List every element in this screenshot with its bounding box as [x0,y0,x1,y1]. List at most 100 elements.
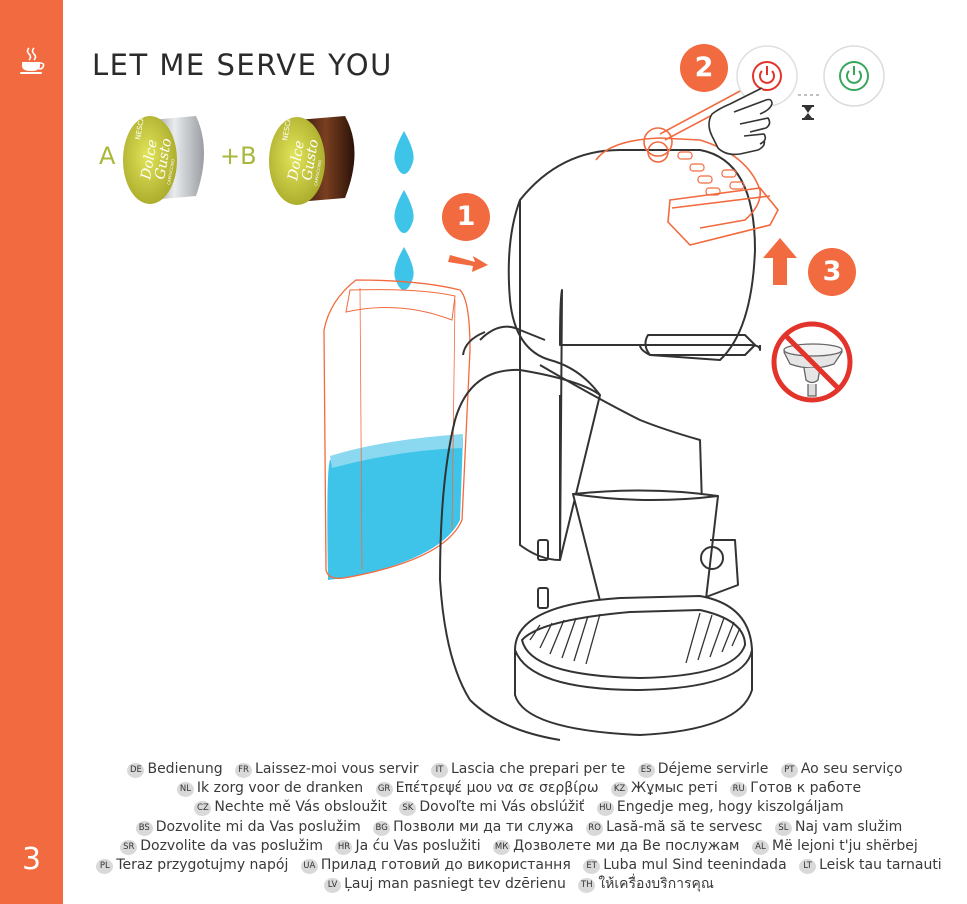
language-text: Готов к работе [750,780,862,797]
language-text: Leisk tau tarnauti [819,857,942,874]
capsule-a-variant: CAPPUCCINO [166,159,175,186]
insert-arrow-icon [448,255,488,272]
pressing-hand-icon [708,87,773,156]
language-text: Ja ću Vas poslužiti [355,837,481,854]
page-number: 3 [21,842,42,877]
language-text: Nechte mě Vás obsloužit [214,799,387,816]
language-text: Luba mul Sind teenindada [603,857,787,874]
no-capsule-holder-icon [771,321,853,403]
language-code-badge: DE [127,763,145,778]
capsule-b-variant: CAPPUCCINO [313,160,322,187]
water-drop-icon [394,190,414,233]
language-code-badge: SK [399,801,417,817]
language-text: Më lejoni t'ju shërbej [771,837,918,854]
language-text: Ļauj man pasniegt tev dzērienu [344,876,566,893]
up-arrow-icon [763,238,797,285]
language-text: Dovoľte mi Vás obslúžiť [419,799,585,816]
water-tank [323,279,471,580]
water-drop-icon [394,131,414,174]
language-text: Позволи ми да ти служа [393,818,574,835]
language-text: Επέτρεψέ μου να σε σερβίρω [395,780,599,797]
capsule-a-gusto: Gusto [152,137,175,181]
language-code-badge: ET [583,859,601,875]
language-code-badge: NL [176,782,194,798]
language-code-badge: PT [780,763,798,778]
language-code-badge: RU [730,782,748,798]
power-green-icon [823,45,885,107]
capsule-b-dolce: Dolce [285,139,308,182]
language-code-badge: МК [493,839,511,855]
language-text: Engedje meg, hogy kiszolgáljam [616,799,844,816]
capsule-b-gusto: Gusto [299,138,322,182]
capsule-a-dolce: Dolce [138,138,161,181]
water-drops [394,131,414,290]
page-title: LET ME SERVE YOU [92,48,393,82]
language-code-badge: BG [373,820,391,836]
language-code-badge: KZ [611,782,629,798]
step-3-badge: 3 [808,248,856,296]
language-code-badge: CZ [194,801,212,817]
language-text: Dozvolite da vas poslužim [140,837,324,854]
language-text: Ik zorg voor de dranken [196,780,364,797]
capsule-a-label: A [99,142,116,170]
language-code-badge: AL [751,839,769,855]
language-code-badge: LV [324,878,342,894]
language-code-badge: PL [96,859,114,875]
sidebar: 3 [0,0,63,904]
coffee-cup-icon [20,47,45,74]
language-code-badge: IT [430,763,448,778]
language-code-badge: GR [375,782,393,798]
water-drop-icon [394,247,414,290]
language-code-badge: HU [596,801,614,817]
capsule-b-label: +B [220,142,257,170]
language-code-badge: HR [335,839,353,855]
language-code-badge: TH [578,878,596,894]
language-text: Laissez-moi vous servir [255,761,419,777]
language-text: Lascia che prepari per te [450,761,626,777]
language-text: Naj vam služim [794,818,903,835]
language-code-badge: RO [586,820,604,836]
language-code-badge: UA [300,859,318,875]
language-code-badge: LT [799,859,817,875]
language-code-badge: SR [120,839,138,855]
hourglass-icon [802,105,814,120]
step-2-badge: 2 [680,44,728,92]
language-text: Teraz przygotujmy napój [116,857,289,874]
language-code-badge: BS [135,820,153,836]
language-text: Lasă-mă să te servesc [606,818,763,835]
capsule-b: NESCAFÉ Dolce Gusto CAPPUCCINO [269,108,355,205]
language-text: Dozvolite mi da Vas poslužim [155,818,361,835]
language-text: Ao seu serviço [800,761,903,777]
language-text: Жұмыс реті [631,780,718,797]
step-1-badge: 1 [442,193,490,241]
language-text: Прилад готовий до використання [320,857,571,874]
language-code-badge: SL [774,820,792,836]
language-text: Дозволете ми да Ве послужам [513,837,740,854]
language-text: ให้เครื่องบริการคุณ [598,876,714,893]
